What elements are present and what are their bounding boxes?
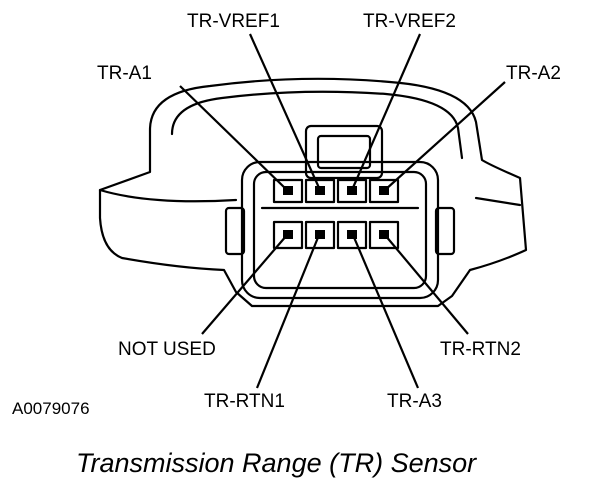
figure-caption: Transmission Range (TR) Sensor (76, 448, 477, 478)
leader-tr-rtn1 (255, 234, 321, 389)
label-tr-a1: TR-A1 (97, 63, 152, 84)
connector-shroud (240, 160, 440, 300)
leader-tr-rtn2 (384, 234, 469, 335)
label-tr-a2: TR-A2 (506, 63, 561, 84)
pin-tr-rtn2 (379, 230, 389, 239)
left-clip (224, 206, 246, 256)
pin-tr-a1 (283, 186, 293, 195)
sensor-body (98, 77, 528, 308)
right-clip (434, 206, 456, 256)
label-tr-rtn1: TR-RTN1 (204, 391, 285, 412)
pin-cavity-tr-a3 (336, 220, 368, 250)
leader-tr-a1 (179, 85, 288, 191)
pin-cavity-tr-a1 (272, 178, 304, 204)
pin-tr-a2 (379, 186, 389, 195)
pin-tr-rtn1 (315, 230, 325, 239)
pin-cavity-tr-a2 (368, 178, 400, 204)
pin-cavity-tr-vref1 (304, 178, 336, 204)
pin-tr-vref2 (347, 186, 357, 195)
leader-not-used (201, 234, 288, 335)
sensor-body-flange (98, 188, 522, 207)
label-tr-a3: TR-A3 (387, 391, 442, 412)
pin-cavity-not-used (272, 220, 304, 250)
figure-code: A0079076 (12, 399, 90, 418)
label-tr-vref2: TR-VREF2 (363, 11, 456, 32)
label-tr-vref1: TR-VREF1 (187, 11, 280, 32)
leader-tr-vref1 (248, 33, 322, 191)
latch-tab (304, 124, 384, 180)
pin-not-used (283, 230, 293, 239)
leader-tr-a2 (384, 81, 506, 191)
leader-tr-vref2 (350, 33, 422, 191)
sensor-body-inner-rim (170, 90, 464, 160)
pin-cavity-tr-rtn2 (368, 220, 400, 250)
pin-tr-a3 (347, 230, 357, 239)
pin-cavity-tr-vref2 (336, 178, 368, 204)
label-tr-rtn2: TR-RTN2 (440, 339, 521, 360)
connector-shroud-inner (252, 170, 428, 290)
label-not-used: NOT USED (118, 339, 216, 360)
latch-tab-inner (316, 134, 372, 170)
pin-cavity-tr-rtn1 (304, 220, 336, 250)
pin-tr-vref1 (315, 186, 325, 195)
leader-tr-a3 (351, 234, 420, 389)
